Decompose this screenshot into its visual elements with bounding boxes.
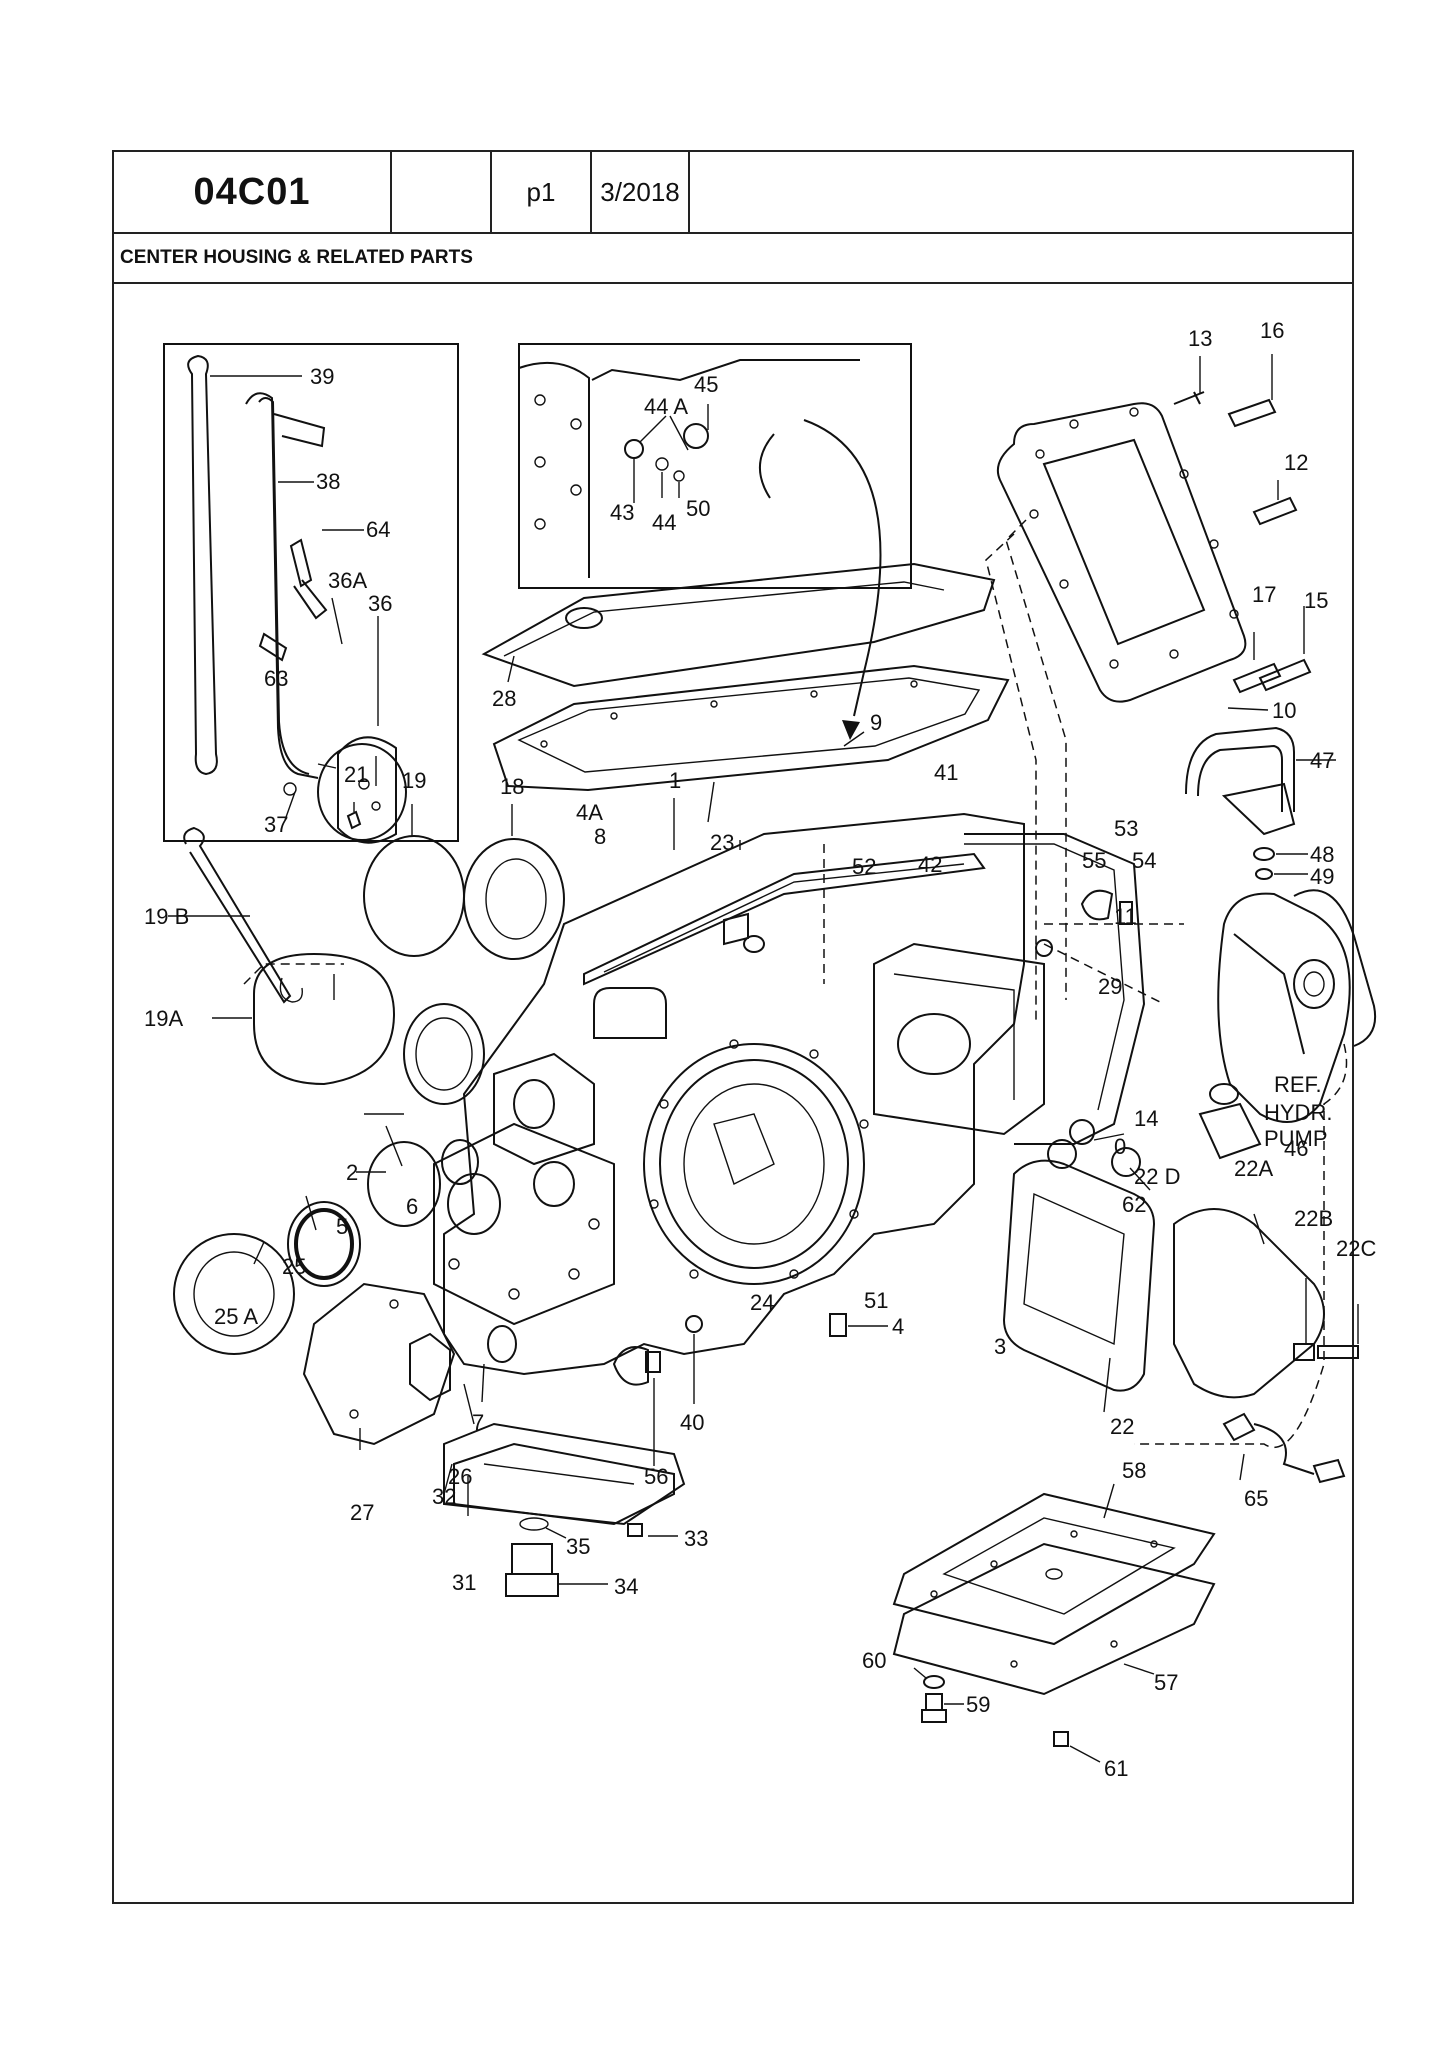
callout-4a: 4A [576, 800, 603, 825]
callout-32: 32 [432, 1484, 456, 1509]
callout-25: 25 [282, 1254, 306, 1279]
callout-54: 54 [1132, 848, 1156, 873]
callout-19: 19 [402, 768, 426, 793]
exploded-parts-diagram: 39 38 64 36A 36 63 37 [114, 284, 1376, 1902]
callout-27: 27 [350, 1500, 374, 1525]
callout-41: 41 [934, 760, 958, 785]
callout-31: 31 [452, 1570, 476, 1595]
callout-59: 59 [966, 1692, 990, 1717]
rear-cover-plate: 13 16 12 17 15 10 [985, 318, 1328, 1020]
ref-label-2: HYDR. [1264, 1100, 1332, 1125]
callout-60: 60 [862, 1648, 886, 1673]
callout-4: 4 [892, 1314, 904, 1339]
callout-35: 35 [566, 1534, 590, 1559]
callout-22b: 22B [1294, 1206, 1333, 1231]
callout-12: 12 [1284, 450, 1308, 475]
callout-33: 33 [684, 1526, 708, 1551]
bottom-plate-and-plug: 32 31 35 33 34 40 56 4 [432, 1313, 904, 1599]
inset-dipstick-assembly: 39 38 64 36A 36 63 37 [163, 343, 459, 844]
callout-46: 46 [1284, 1136, 1308, 1161]
callout-1: 1 [669, 768, 681, 793]
callout-37: 37 [264, 812, 288, 837]
callout-9: 9 [870, 710, 882, 735]
callout-58: 58 [1122, 1458, 1146, 1483]
sensor-65: 65 [1222, 1412, 1346, 1511]
callout-49: 49 [1310, 864, 1334, 889]
callout-25a: 25 A [214, 1304, 258, 1329]
callout-65: 65 [1244, 1486, 1268, 1511]
callout-18: 18 [500, 774, 524, 799]
parts-sheet: 04C01 p1 3/2018 CENTER HOUSING & RELATED… [112, 150, 1376, 1904]
top-cover-and-gasket: 28 23 [481, 562, 1010, 855]
callout-55: 55 [1082, 848, 1106, 873]
blank-cell [392, 152, 492, 234]
callout-10: 10 [1272, 698, 1296, 723]
callout-56: 56 [644, 1464, 668, 1489]
revision-date: 3/2018 [592, 152, 690, 234]
callout-40: 40 [680, 1410, 704, 1435]
hydraulic-pump-reference: REF. HYDR. PUMP [1134, 889, 1376, 1449]
callout-36: 36 [368, 591, 392, 616]
callout-5: 5 [336, 1214, 348, 1239]
callout-44: 44 [652, 510, 676, 535]
diagram-svg: 39 38 64 36A 36 63 37 [144, 318, 1376, 1781]
callout-36a: 36A [328, 568, 367, 593]
callout-19a: 19A [144, 1006, 183, 1031]
callout-6: 6 [406, 1194, 418, 1219]
callout-19b: 19 B [144, 904, 189, 929]
callout-29: 29 [1098, 974, 1122, 999]
callout-16: 16 [1260, 318, 1284, 343]
left-covers: 21 19 18 19 B 19A [144, 762, 565, 1086]
callout-61: 61 [1104, 1756, 1128, 1781]
callout-44a: 44 A [644, 394, 688, 419]
callout-22c: 22C [1336, 1236, 1376, 1261]
callout-17: 17 [1252, 582, 1276, 607]
section-title: CENTER HOUSING & RELATED PARTS [114, 234, 1352, 284]
callout-38: 38 [316, 469, 340, 494]
callout-39: 39 [310, 364, 334, 389]
section-code: 04C01 [114, 152, 392, 234]
callout-14: 14 [1134, 1106, 1158, 1131]
inset-housing-detail: 45 44 A 43 44 50 [518, 343, 912, 740]
callout-22: 22 [1110, 1414, 1134, 1439]
header-row: 04C01 p1 3/2018 [114, 152, 690, 234]
callout-57: 57 [1154, 1670, 1178, 1695]
callout-50: 50 [686, 496, 710, 521]
callout-8: 8 [594, 824, 606, 849]
callout-15: 15 [1304, 588, 1328, 613]
callout-3: 3 [994, 1334, 1006, 1359]
page-number: p1 [492, 152, 592, 234]
callout-13: 13 [1188, 326, 1212, 351]
lower-right-plates: 58 57 60 59 61 [862, 1458, 1216, 1781]
right-side-plates: 22 22A 46 22 D 62 22B 22C 14 0 3 [994, 1083, 1376, 1439]
ref-label-3: PUMP [1264, 1126, 1328, 1151]
callout-47: 47 [1310, 748, 1334, 773]
callout-43: 43 [610, 500, 634, 525]
callout-64: 64 [366, 517, 390, 542]
callout-22d: 22 D [1134, 1164, 1180, 1189]
callout-51: 51 [864, 1288, 888, 1313]
callout-42: 42 [918, 852, 942, 877]
callout-28: 28 [492, 686, 516, 711]
callout-23: 23 [710, 830, 734, 855]
callout-62: 62 [1122, 1192, 1146, 1217]
lower-left-seals: 2 5 6 25 25 A 7 26 27 [173, 1003, 517, 1525]
callout-2: 2 [346, 1160, 358, 1185]
callout-11: 11 [1114, 904, 1137, 929]
callout-53: 53 [1114, 816, 1138, 841]
callout-0: 0 [1114, 1134, 1126, 1159]
callout-52: 52 [852, 854, 876, 879]
callout-63: 63 [264, 666, 288, 691]
pipe-fittings: 47 48 49 [1185, 726, 1336, 889]
callout-24: 24 [750, 1290, 774, 1315]
header-divider [690, 232, 1352, 234]
callout-22a: 22A [1234, 1156, 1273, 1181]
callout-45: 45 [694, 372, 718, 397]
center-housing: 1 4A 8 52 24 51 41 42 9 53 55 54 11 29 [433, 710, 1184, 1376]
ref-label-1: REF. [1274, 1072, 1322, 1097]
callout-48: 48 [1310, 842, 1334, 867]
callout-21: 21 [344, 762, 368, 787]
callout-34: 34 [614, 1574, 638, 1599]
